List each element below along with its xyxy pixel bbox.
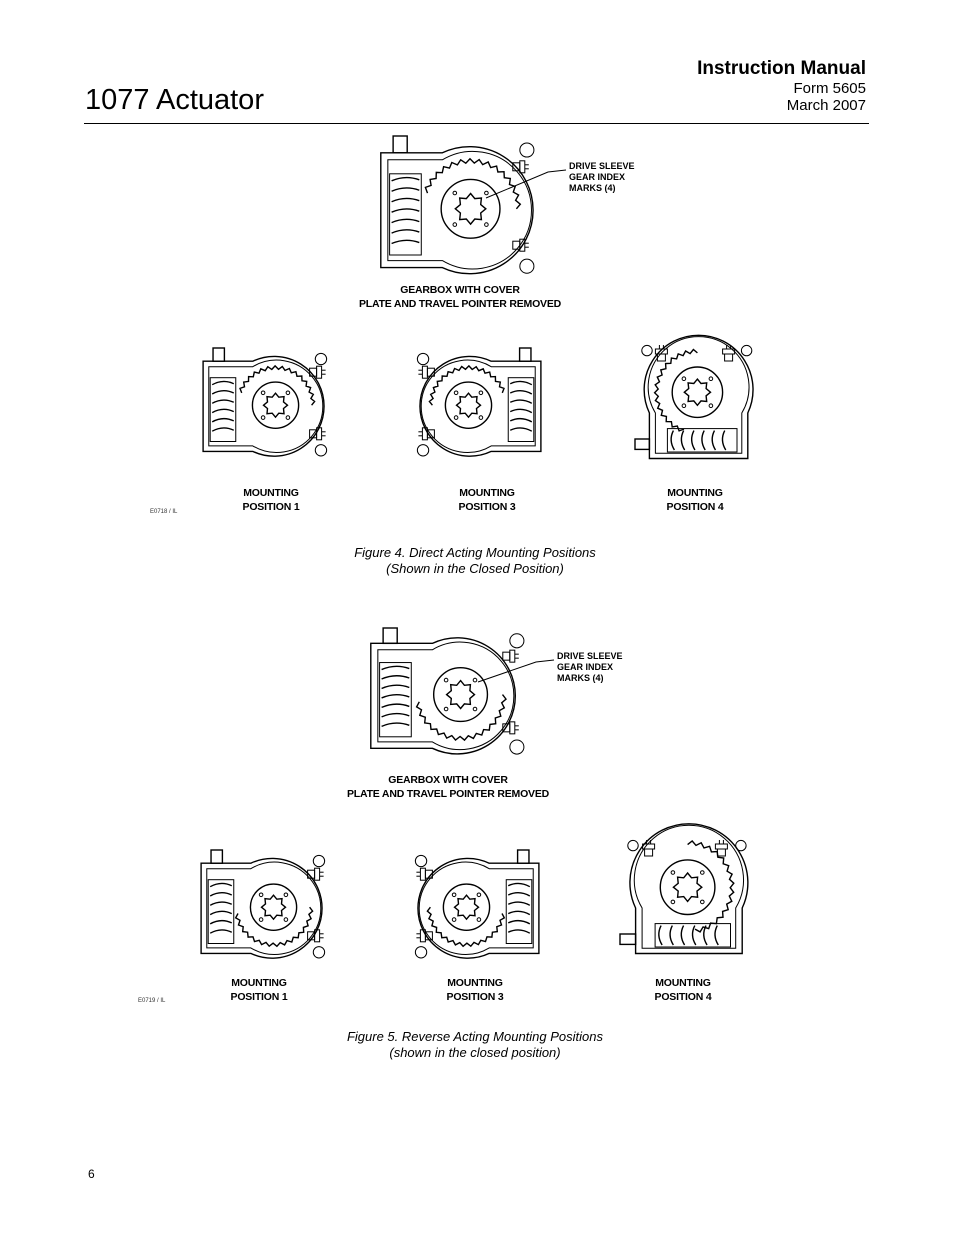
callout-line: DRIVE SLEEVE [569, 161, 635, 171]
callout-line: MARKS (4) [557, 673, 604, 683]
page-number: 6 [88, 1167, 95, 1181]
fig4-callout: DRIVE SLEEVE GEAR INDEX MARKS (4) [569, 161, 635, 194]
callout-line: MARKS (4) [569, 183, 616, 193]
callout-line: GEAR INDEX [569, 172, 626, 182]
label-line: POSITION 3 [446, 991, 504, 1003]
fig4-main-label: GEARBOX WITH COVER PLATE AND TRAVEL POIN… [340, 283, 580, 311]
publish-date: March 2007 [786, 97, 866, 114]
fig4-position-3-label: MOUNTING POSITION 3 [427, 486, 547, 514]
form-number: Form 5605 [793, 80, 866, 97]
label-line: POSITION 3 [458, 501, 516, 513]
caption-line: Figure 5. Reverse Acting Mounting Positi… [346, 1029, 604, 1044]
fig5-gearbox-main [370, 627, 525, 755]
label-line: POSITION 1 [230, 991, 288, 1003]
fig4-gearbox-position-1 [202, 347, 328, 457]
fig5-caption: Figure 5. Reverse Acting Mounting Positi… [290, 1029, 660, 1061]
fig4-caption: Figure 4. Direct Acting Mounting Positio… [300, 545, 650, 577]
fig5-position-3-label: MOUNTING POSITION 3 [415, 976, 535, 1004]
label-line: POSITION 4 [666, 501, 724, 513]
document-title: 1077 Actuator [85, 84, 264, 116]
label-line: POSITION 1 [242, 501, 300, 513]
fig4-gearbox-main [380, 135, 535, 275]
callout-line: DRIVE SLEEVE [557, 651, 623, 661]
header-rule [84, 123, 869, 124]
fig4-position-4-label: MOUNTING POSITION 4 [635, 486, 755, 514]
label-line: PLATE AND TRAVEL POINTER REMOVED [346, 788, 550, 800]
label-line: MOUNTING [231, 977, 287, 989]
label-line: PLATE AND TRAVEL POINTER REMOVED [358, 298, 562, 310]
header-info: Instruction Manual Form 5605 March 2007 [697, 58, 866, 114]
caption-line: Figure 4. Direct Acting Mounting Positio… [354, 545, 596, 560]
label-line: GEARBOX WITH COVER [400, 284, 520, 296]
callout-line: GEAR INDEX [557, 662, 614, 672]
fig5-gearbox-position-1 [200, 849, 326, 959]
fig4-position-1-label: MOUNTING POSITION 1 [211, 486, 331, 514]
caption-line: (Shown in the Closed Position) [386, 561, 564, 576]
fig5-gearbox-position-4 [619, 823, 749, 955]
label-line: MOUNTING [447, 977, 503, 989]
caption-line: (shown in the closed position) [389, 1045, 561, 1060]
fig5-drawing-code: E0719 / IL [138, 998, 166, 1004]
fig5-callout: DRIVE SLEEVE GEAR INDEX MARKS (4) [557, 651, 623, 684]
fig5-gearbox-position-3 [414, 849, 540, 959]
fig4-drawing-code: E0718 / IL [150, 509, 178, 515]
label-line: MOUNTING [667, 487, 723, 499]
label-line: MOUNTING [459, 487, 515, 499]
fig5-position-1-label: MOUNTING POSITION 1 [199, 976, 319, 1004]
fig5-main-label: GEARBOX WITH COVER PLATE AND TRAVEL POIN… [328, 773, 568, 801]
label-line: MOUNTING [655, 977, 711, 989]
fig4-gearbox-position-4 [634, 334, 754, 460]
label-line: GEARBOX WITH COVER [388, 774, 508, 786]
label-line: MOUNTING [243, 487, 299, 499]
fig5-position-4-label: MOUNTING POSITION 4 [623, 976, 743, 1004]
fig4-gearbox-position-3 [416, 347, 542, 457]
manual-type: Instruction Manual [697, 58, 866, 79]
label-line: POSITION 4 [654, 991, 712, 1003]
